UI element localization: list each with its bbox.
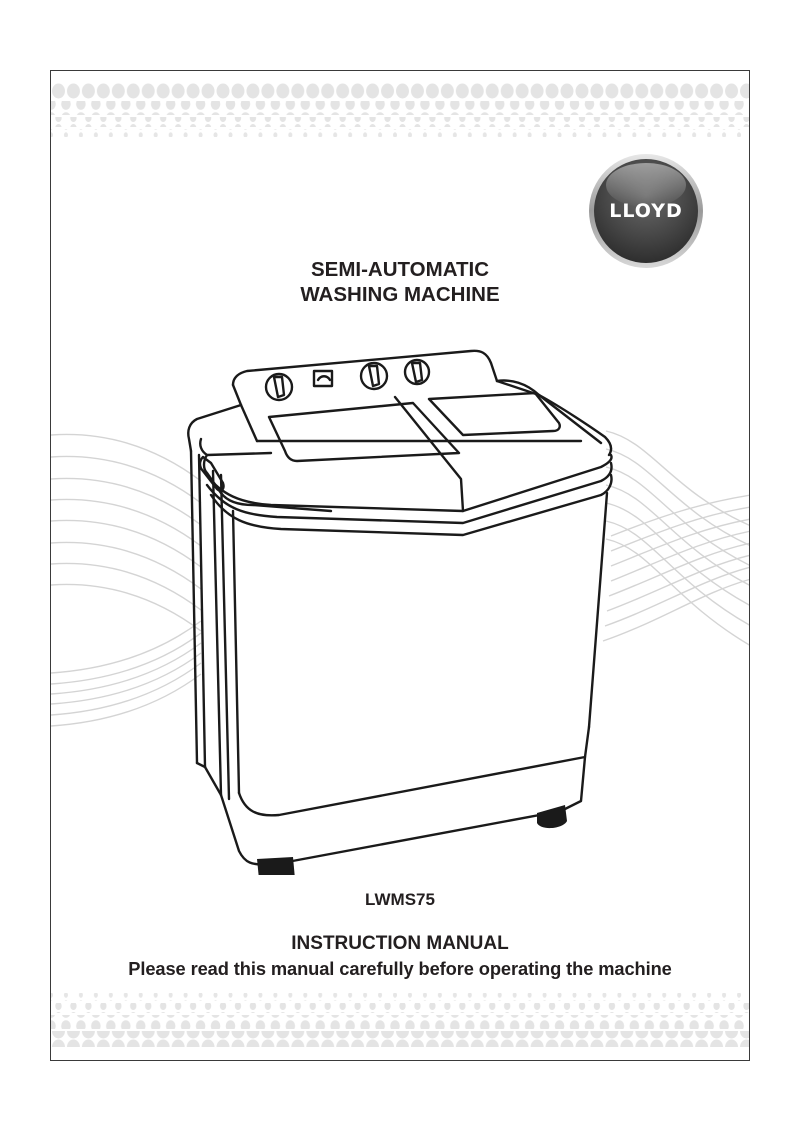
machine-feet — [257, 805, 567, 875]
product-title-line-2: WASHING MACHINE — [300, 283, 500, 306]
model-number: LWMS75 — [365, 890, 435, 909]
wash-timer-knob — [264, 372, 294, 402]
document-title: INSTRUCTION MANUAL — [291, 933, 509, 954]
washing-machine-illustration — [187, 349, 613, 875]
top-dot-pattern — [51, 83, 749, 137]
cover-page-frame: LLOYD SEMI-AUTOMATIC WASHING MACHINE — [50, 70, 750, 1061]
bottom-dot-pattern — [51, 993, 749, 1047]
read-notice: Please read this manual carefully before… — [128, 958, 672, 979]
logo-wordmark: LLOYD — [609, 200, 683, 222]
spin-timer-knob — [403, 358, 431, 386]
wave-line-pattern — [51, 430, 749, 727]
wash-selector-knob — [359, 361, 389, 391]
lloyd-logo: LLOYD — [586, 151, 706, 271]
selector-window — [312, 369, 334, 388]
logo-badge-icon — [589, 154, 703, 268]
product-title-line-1: SEMI-AUTOMATIC — [310, 258, 490, 281]
